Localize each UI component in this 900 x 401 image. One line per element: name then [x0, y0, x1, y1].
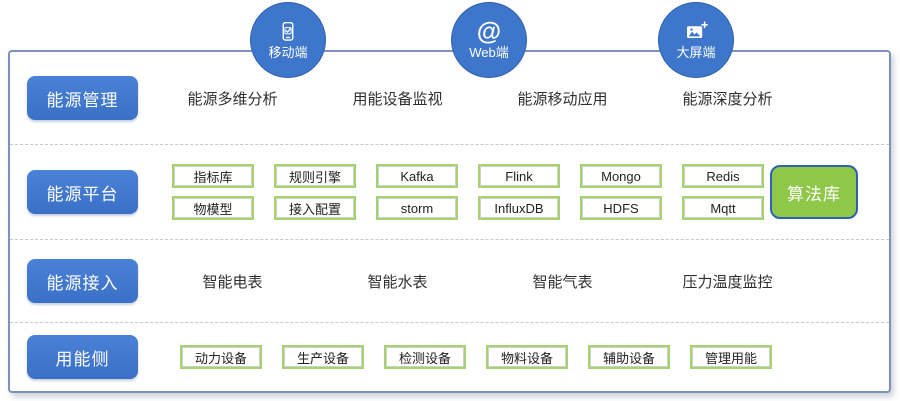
channel-mobile: 移动端 — [250, 2, 326, 78]
access-item: 智能气表 — [532, 273, 593, 291]
management-items: 能源多维分析 用能设备监视 能源移动应用 能源深度分析 — [150, 88, 810, 109]
consumption-box: 物料设备 — [486, 345, 568, 369]
platform-box: 规则引擎 — [274, 164, 356, 188]
channel-web: @ Web端 — [451, 2, 527, 78]
platform-box: InfluxDB — [478, 196, 560, 220]
platform-box: storm — [376, 196, 458, 220]
management-item: 能源多维分析 — [187, 90, 278, 108]
access-item: 压力温度监控 — [682, 273, 773, 291]
management-item: 用能设备监视 — [352, 90, 443, 108]
platform-box: Kafka — [376, 164, 458, 188]
platform-grid: 指标库 规则引擎 Kafka Flink Mongo Redis 物模型 接入配… — [172, 164, 764, 220]
row-energy-access: 能源接入 智能电表 智能水表 智能气表 压力温度监控 — [10, 240, 889, 323]
at-icon: @ — [476, 17, 502, 46]
platform-box: Mongo — [580, 164, 662, 188]
platform-grid-bottom: 物模型 接入配置 storm InfluxDB HDFS Mqtt — [172, 196, 764, 220]
platform-box: 物模型 — [172, 196, 254, 220]
management-item: 能源深度分析 — [682, 90, 773, 108]
row-energy-platform: 能源平台 指标库 规则引擎 Kafka Flink Mongo Redis 物模… — [10, 145, 889, 240]
algorithm-library-box: 算法库 — [770, 165, 858, 219]
row-label-energy-platform: 能源平台 — [27, 170, 138, 214]
row-energy-management: 能源管理 能源多维分析 用能设备监视 能源移动应用 能源深度分析 — [10, 52, 889, 145]
platform-box: Redis — [682, 164, 764, 188]
screen-image-icon — [684, 19, 708, 45]
access-items: 智能电表 智能水表 智能气表 压力温度监控 — [150, 271, 810, 292]
platform-grid-top: 指标库 规则引擎 Kafka Flink Mongo Redis — [172, 164, 764, 188]
access-item: 智能电表 — [202, 273, 263, 291]
platform-box: 指标库 — [172, 164, 254, 188]
consumption-box: 检测设备 — [384, 345, 466, 369]
consumption-box: 管理用能 — [690, 345, 772, 369]
management-item: 能源移动应用 — [517, 90, 608, 108]
channel-bigscreen: 大屏端 — [658, 2, 734, 78]
consumption-boxes: 动力设备 生产设备 检测设备 物料设备 辅助设备 管理用能 — [180, 345, 772, 369]
row-energy-consumption: 用能侧 动力设备 生产设备 检测设备 物料设备 辅助设备 管理用能 — [10, 323, 889, 391]
channel-label: Web端 — [469, 45, 509, 61]
row-label-energy-management: 能源管理 — [27, 76, 138, 120]
consumption-box: 辅助设备 — [588, 345, 670, 369]
consumption-box: 生产设备 — [282, 345, 364, 369]
access-item: 智能水表 — [367, 273, 428, 291]
channel-label: 大屏端 — [676, 45, 716, 61]
mobile-check-icon — [277, 19, 299, 45]
row-label-consumption-side: 用能侧 — [27, 335, 138, 379]
channel-label: 移动端 — [268, 45, 308, 61]
row-label-energy-access: 能源接入 — [27, 259, 138, 303]
main-panel: 能源管理 能源多维分析 用能设备监视 能源移动应用 能源深度分析 能源平台 指标… — [8, 50, 891, 393]
platform-box: Mqtt — [682, 196, 764, 220]
consumption-box: 动力设备 — [180, 345, 262, 369]
platform-box: 接入配置 — [274, 196, 356, 220]
platform-box: HDFS — [580, 196, 662, 220]
platform-box: Flink — [478, 164, 560, 188]
